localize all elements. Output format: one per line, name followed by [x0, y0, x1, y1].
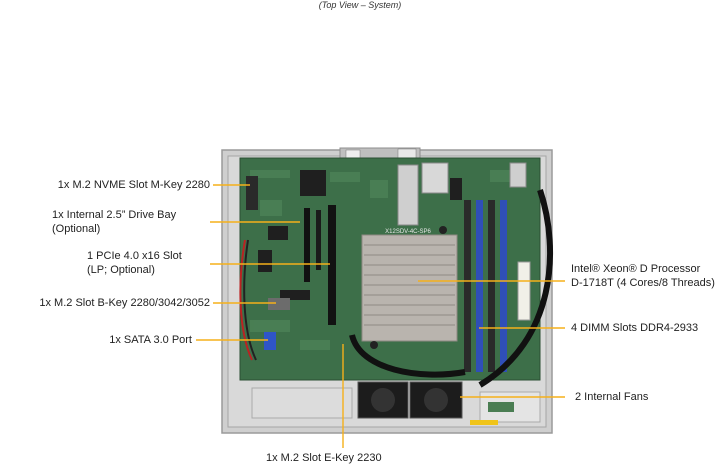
label-m2-bkey-slot: 1x M.2 Slot B-Key 2280/3042/3052 — [39, 297, 210, 309]
label-m2-nvme-slot: 1x M.2 NVME Slot M-Key 2280 — [57, 179, 210, 191]
label-processor-line2: D-1718T (4 Cores/8 Threads) — [571, 277, 715, 289]
rear-io-port — [397, 164, 419, 226]
label-m2-ekey-slot: 1x M.2 Slot E-Key 2230 — [266, 452, 382, 464]
callout-leader-lines — [196, 184, 565, 448]
label-processor-line1: Intel® Xeon® D Processor — [571, 263, 701, 275]
label-drive-bay-line1: 1x Internal 2.5” Drive Bay — [52, 209, 177, 221]
label-pcie-line1: 1 PCIe 4.0 x16 Slot — [87, 250, 182, 262]
figure-caption: (Top View – System) — [318, 0, 402, 10]
label-dimm-slots: 4 DIMM Slots DDR4-2933 — [571, 322, 699, 334]
m2-bkey-slot — [268, 298, 290, 310]
cable-harness — [478, 189, 554, 388]
internal-fans — [357, 381, 463, 419]
board-silkscreen: X12SDV-4C-SP6 — [385, 229, 431, 235]
sata-port — [264, 332, 276, 350]
label-pcie-line2: (LP; Optional) — [87, 264, 155, 276]
dimm-slots — [464, 200, 507, 372]
label-internal-fans: 2 Internal Fans — [575, 391, 649, 403]
label-pcie-slot: 1 PCIe 4.0 x16 Slot (LP; Optional) — [87, 249, 182, 277]
m2-nvme-slot — [246, 176, 258, 210]
pcie-slot-left — [304, 208, 310, 282]
pcie-x16-slot — [328, 205, 336, 325]
power-connector — [517, 261, 531, 321]
label-drive-bay: 1x Internal 2.5” Drive Bay (Optional) — [52, 208, 176, 236]
cpu-heatsink — [361, 234, 458, 342]
label-drive-bay-line2: (Optional) — [52, 223, 101, 235]
label-sata-port: 1x SATA 3.0 Port — [109, 334, 192, 346]
label-processor: Intel® Xeon® D Processor D-1718T (4 Core… — [571, 262, 715, 290]
